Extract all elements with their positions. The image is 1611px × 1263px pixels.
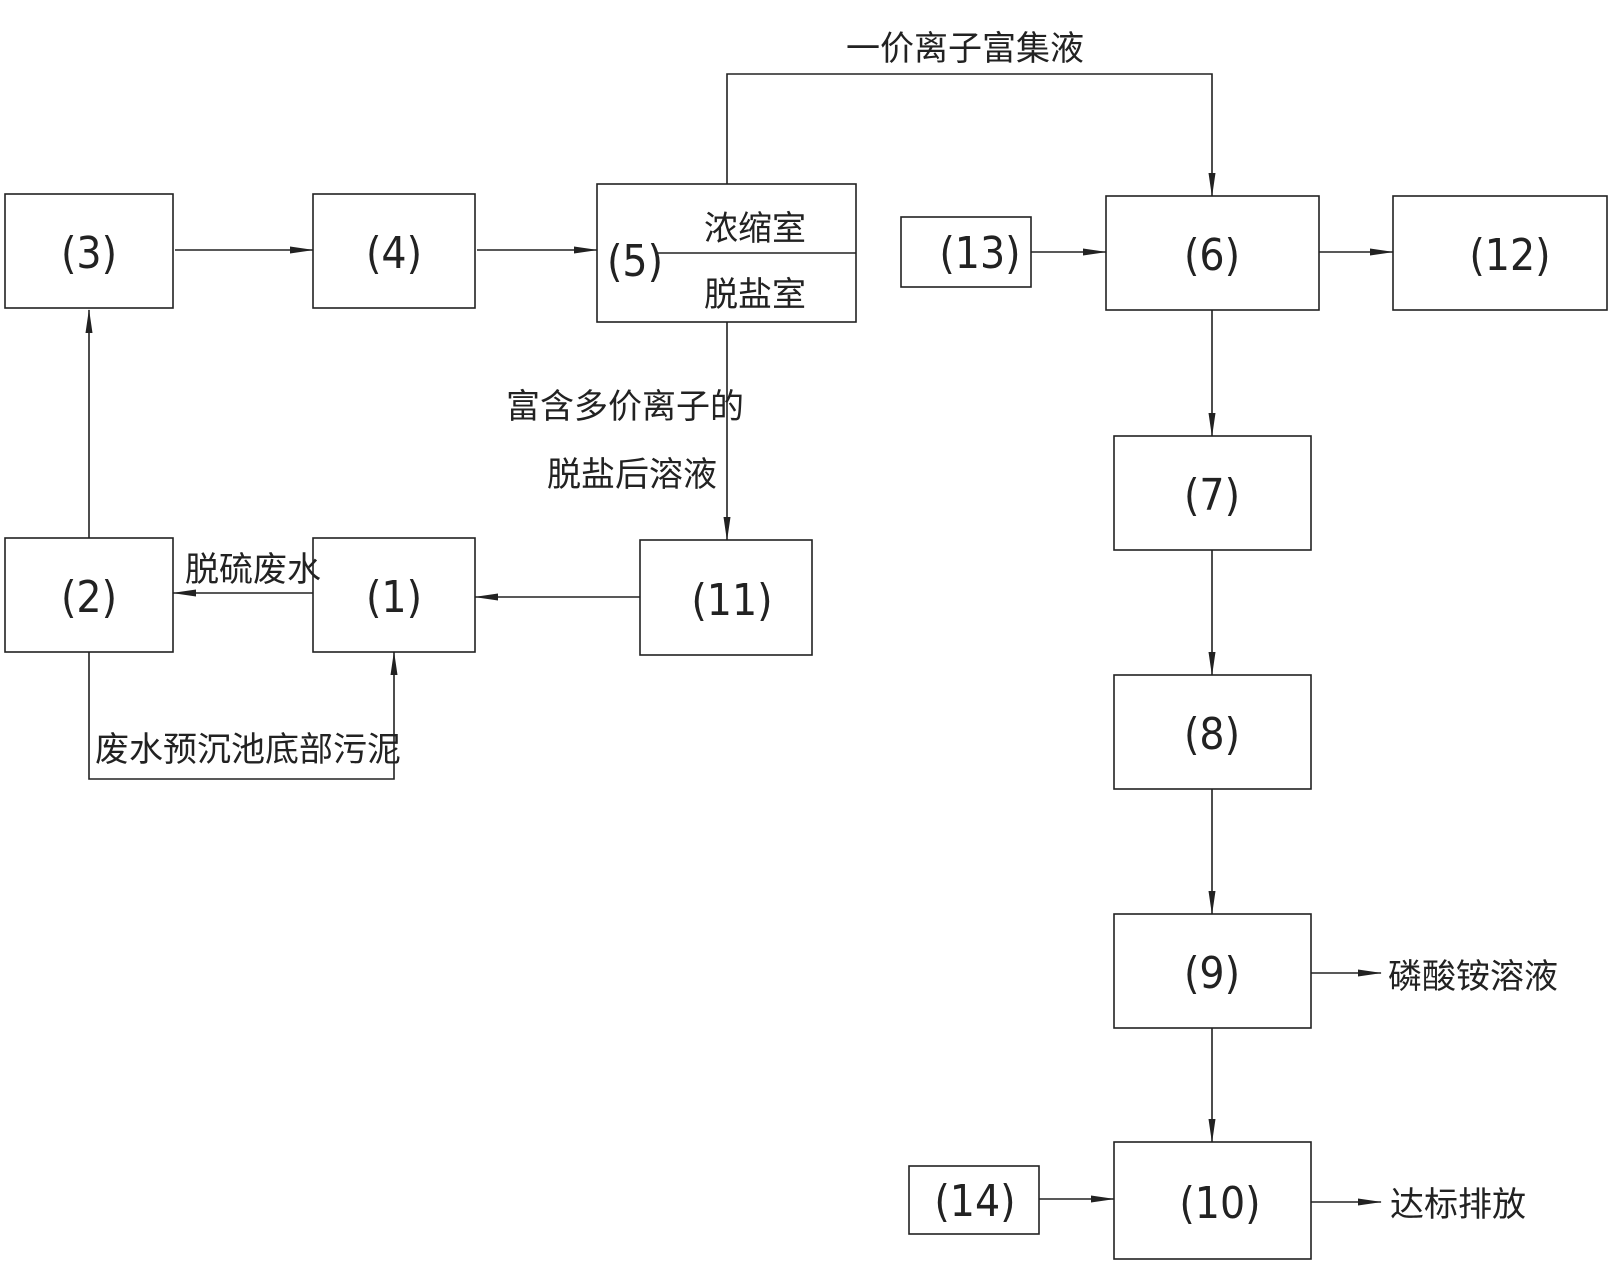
box-1: (1): [312, 537, 476, 653]
concentrate-chamber-label: 浓缩室: [704, 209, 806, 249]
multivalent-solution-label-line2: 脱盐后溶液: [547, 455, 717, 495]
box-7: (7): [1113, 435, 1312, 551]
box-3-label: (3): [61, 228, 117, 279]
box-5: (5) 浓缩室 脱盐室: [596, 183, 857, 323]
box-2: (2): [4, 537, 174, 653]
box-13: (13): [900, 216, 1032, 288]
desalination-chamber-label: 脱盐室: [704, 275, 806, 315]
box-9-label: (9): [1184, 948, 1240, 999]
box-4-label: (4): [366, 228, 422, 279]
sludge-return-line: [88, 651, 398, 780]
discharge-label: 达标排放: [1390, 1185, 1526, 1225]
box-10: (10): [1113, 1141, 1312, 1260]
box-10-label: (10): [1179, 1178, 1260, 1229]
ammonium-phosphate-label: 磷酸铵溶液: [1388, 957, 1558, 997]
multivalent-solution-label-line1: 富含多价离子的: [506, 387, 744, 427]
monovalent-line-5-to-6: [726, 73, 1216, 197]
box-14: (14): [908, 1165, 1040, 1235]
box-14-label: (14): [934, 1176, 1015, 1227]
box-2-label: (2): [61, 572, 117, 623]
desulfurization-wastewater-label: 脱硫废水: [185, 550, 321, 590]
box-6: (6): [1105, 195, 1320, 311]
box-4: (4): [312, 193, 476, 309]
box-7-label: (7): [1184, 470, 1240, 521]
box-9: (9): [1113, 913, 1312, 1029]
box-5-label: (5): [607, 236, 663, 287]
monovalent-enriched-label: 一价离子富集液: [846, 29, 1084, 69]
presettling-sludge-label: 废水预沉池底部污泥: [95, 730, 401, 770]
box-6-label: (6): [1184, 230, 1240, 281]
box-8: (8): [1113, 674, 1312, 790]
box-12: (12): [1392, 195, 1608, 311]
box-3: (3): [4, 193, 174, 309]
box-11: (11): [639, 539, 813, 656]
box-8-label: (8): [1184, 709, 1240, 760]
box-12-label: (12): [1469, 230, 1550, 281]
box-13-label: (13): [939, 228, 1020, 279]
box-1-label: (1): [366, 572, 422, 623]
box-11-label: (11): [691, 575, 772, 626]
